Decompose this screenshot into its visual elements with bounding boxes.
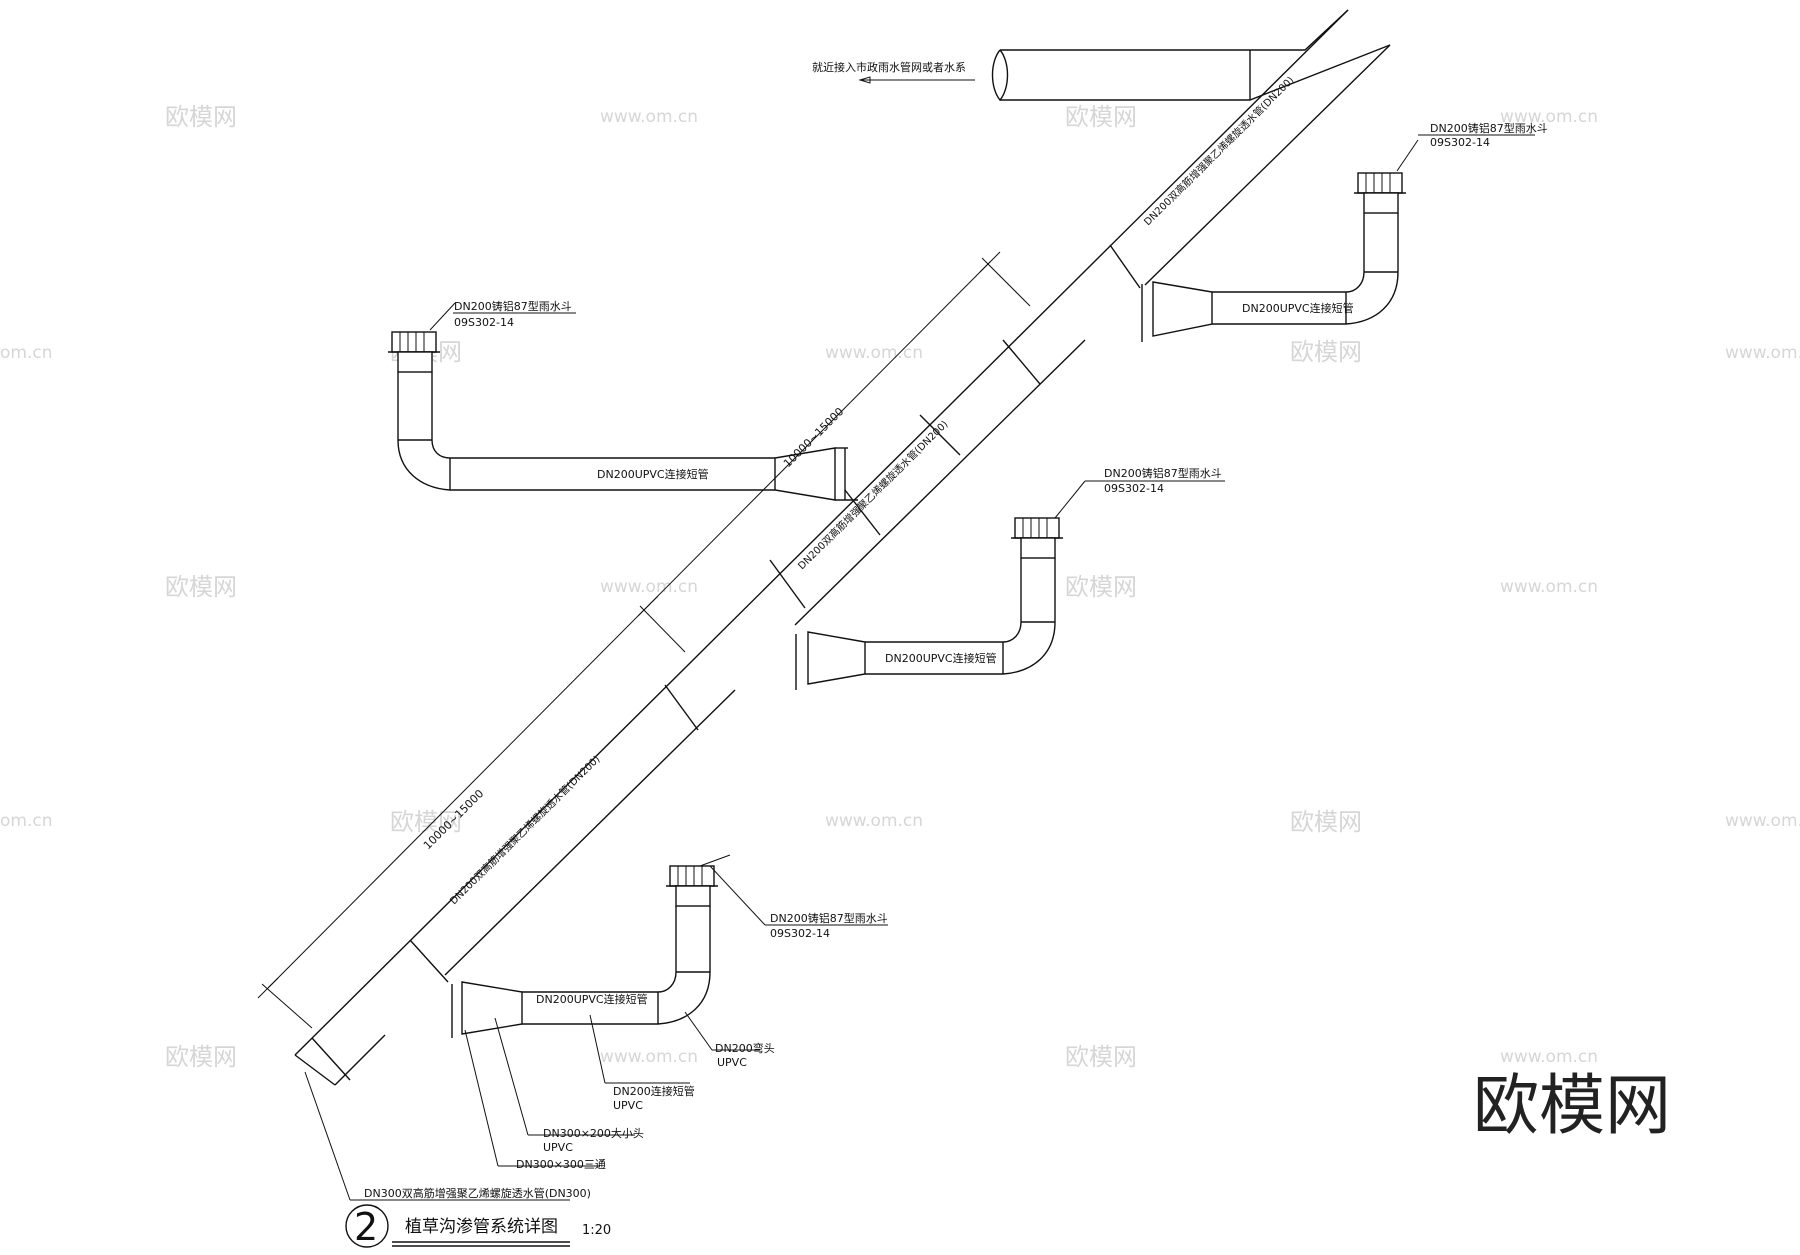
short-pipe-label-2: DN200UPVC连接短管 [1242, 301, 1354, 315]
elbow-label: DN200弯头 [715, 1041, 775, 1055]
main-pipe-label-upper: DN200双高筋增强聚乙烯螺旋透水管(DN200) [1141, 73, 1297, 228]
drain-code-4: 09S302-14 [770, 927, 830, 940]
branch-left-upper: DN200UPVC连接短管 DN200铸铝87型雨水斗 09S302-14 [388, 299, 858, 501]
drain-label-3: DN200铸铝87型雨水斗 [1104, 466, 1222, 480]
watermark-url: www.om.cn [600, 1047, 698, 1067]
tee-label: DN300×300三通 [516, 1158, 606, 1171]
watermark-url: www.om.cn [1500, 107, 1598, 127]
short-pipe-label-3: DN200UPVC连接短管 [885, 651, 997, 665]
watermark-brand: 欧模网 [1290, 338, 1362, 366]
watermark-url: www.om.cn [1725, 811, 1800, 831]
drain-code-2: 09S302-14 [1430, 136, 1490, 149]
watermark-brand: 欧模网 [390, 808, 462, 836]
connector-material: UPVC [613, 1099, 643, 1112]
drain-code-3: 09S302-14 [1104, 482, 1164, 495]
drain-code-1: 09S302-14 [454, 316, 514, 329]
dimension-line: 10000~15000 10000~15000 [257, 251, 1031, 1029]
connector-label: DN200连接短管 [613, 1084, 695, 1098]
branch-right-middle: DN200UPVC连接短管 DN200铸铝87型雨水斗 09S302-14 [795, 466, 1225, 690]
watermark-url: www.om.cn [825, 343, 923, 363]
branch-right-upper: DN200UPVC连接短管 DN200铸铝87型雨水斗 09S302-14 [1141, 121, 1548, 342]
brand-logo: 欧模网 [1473, 1067, 1671, 1144]
watermark-brand: 欧模网 [1290, 808, 1362, 836]
short-pipe-label-4: DN200UPVC连接短管 [536, 992, 648, 1006]
title-scale: 1:20 [582, 1223, 611, 1238]
elbow-material: UPVC [717, 1056, 747, 1069]
drawing-title: 2 植草沟渗管系统详图 1:20 [345, 1204, 611, 1249]
main-pipe-dn300-label: DN300双高筋增强聚乙烯螺旋透水管(DN300) [364, 1186, 591, 1200]
watermark-url: www.om.cn [600, 577, 698, 597]
watermark-layer: 欧模网 www.om.cn 欧模网 www.om.cn om.cn 欧模网 ww… [0, 103, 1800, 1071]
reducer-label: DN300×200大小头 [543, 1126, 644, 1140]
watermark-brand: 欧模网 [165, 573, 237, 601]
short-pipe-label-1: DN200UPVC连接短管 [597, 467, 709, 481]
watermark-brand: 欧模网 [1065, 573, 1137, 601]
watermark-url: www.om.cn [600, 107, 698, 127]
dimension-upper: 10000~15000 [781, 405, 846, 470]
title-text: 植草沟渗管系统详图 [405, 1217, 558, 1237]
outlet-note: 就近接入市政雨水管网或者水系 [812, 60, 966, 74]
watermark-url: www.om.cn [1500, 1047, 1598, 1067]
watermark-brand: 欧模网 [165, 103, 237, 131]
watermark-url: www.om.cn [825, 811, 923, 831]
watermark-url-fragment: om.cn [0, 343, 53, 363]
fitting-labels: DN200弯头 UPVC DN200连接短管 UPVC DN300×200大小头… [364, 1041, 775, 1200]
watermark-brand: 欧模网 [1065, 103, 1137, 131]
main-pipe-label-lower: DN200双高筋增强聚乙烯螺旋透水管(DN200) [447, 752, 603, 907]
watermark-url: www.om.cn [1725, 343, 1800, 363]
title-number: 2 [354, 1205, 378, 1249]
watermark-url-fragment: om.cn [0, 811, 53, 831]
drain-label-1: DN200铸铝87型雨水斗 [454, 299, 572, 313]
watermark-url: www.om.cn [1500, 577, 1598, 597]
watermark-brand: 欧模网 [1065, 1043, 1137, 1071]
drain-label-4: DN200铸铝87型雨水斗 [770, 911, 888, 925]
reducer-material: UPVC [543, 1141, 573, 1154]
drain-label-2: DN200铸铝87型雨水斗 [1430, 121, 1548, 135]
branch-bottom: DN200UPVC连接短管 DN200铸铝87型雨水斗 09S302-14 [304, 854, 888, 1201]
watermark-brand: 欧模网 [165, 1043, 237, 1071]
